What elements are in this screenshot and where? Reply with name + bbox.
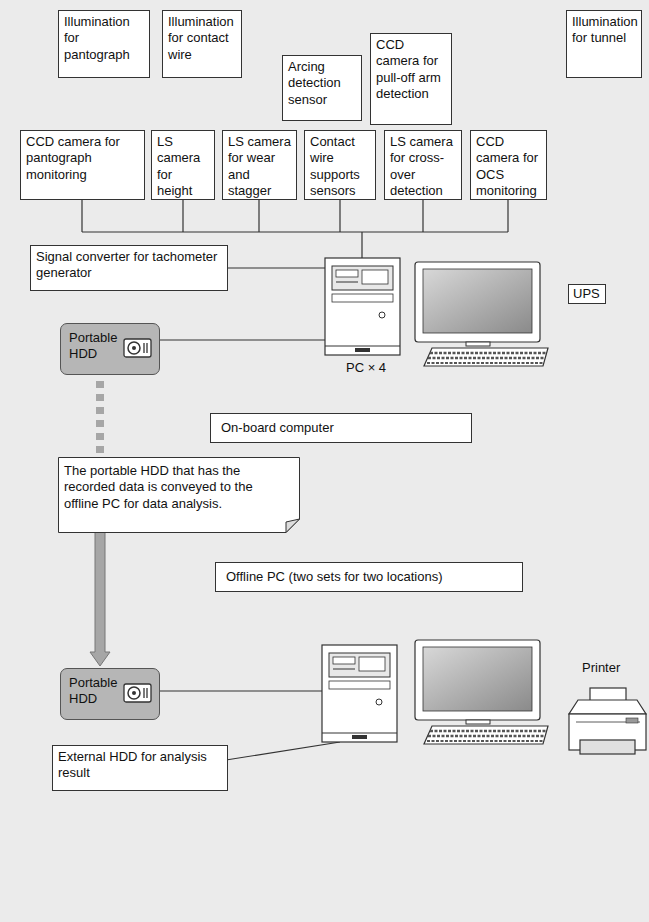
box-text: Illumination for tunnel [572, 14, 636, 47]
hdd-icon [123, 681, 153, 705]
box-text: On-board computer [221, 420, 461, 436]
computer-box: Offline PC (two sets for two locations) [215, 562, 523, 592]
box-text: Illumination for contact wire [168, 14, 236, 63]
camera-box: CCD camera for pantograph monitoring [20, 130, 145, 200]
device-label: PC × 4 [346, 360, 386, 376]
box-text: LS camera for wear and stagger [228, 134, 291, 199]
camera-box: LS camera for wear and stagger [222, 130, 297, 200]
sensor-box: Arcing detection sensor [282, 55, 362, 121]
hdd-box: Portable HDD [60, 323, 160, 375]
camera-box: CCD camera for pull-off arm detection [370, 33, 452, 125]
box-text: Arcing detection sensor [288, 59, 356, 108]
box-text: CCD camera for pantograph monitoring [26, 134, 139, 183]
box-text: Illumination for pantograph [64, 14, 144, 63]
box-text: Contact wire supports sensors [310, 134, 370, 199]
illumination-box: Illumination for pantograph [58, 10, 150, 78]
ups-box: UPS [568, 284, 606, 304]
camera-box: LS camera for height [151, 130, 215, 200]
camera-box: CCD camera for OCS monitoring [470, 130, 547, 200]
device-label: Printer [582, 660, 620, 676]
computer-box: On-board computer [210, 413, 472, 443]
box-text: External HDD for analysis result [58, 749, 222, 782]
box-text: Signal converter for tachometer generato… [36, 249, 222, 282]
box-text: The portable HDD that has the recorded d… [64, 463, 272, 512]
box-text: CCD camera for pull-off arm detection [376, 37, 446, 102]
box-text: Portable HDD [69, 330, 127, 363]
note-box: The portable HDD that has the recorded d… [58, 457, 300, 533]
box-text: LS camera for height [157, 134, 209, 199]
sensor-box: Contact wire supports sensors [304, 130, 376, 200]
hdd-box: Portable HDD [60, 668, 160, 720]
camera-box: LS camera for cross-over detection [384, 130, 462, 200]
box-text: Portable HDD [69, 675, 127, 708]
box-text: UPS [573, 286, 601, 302]
illumination-box: Illumination for tunnel [566, 10, 642, 78]
box-text: CCD camera for OCS monitoring [476, 134, 541, 199]
converter-box: Signal converter for tachometer generato… [30, 245, 228, 291]
box-text: LS camera for cross-over detection [390, 134, 456, 199]
hdd-icon [123, 336, 153, 360]
hdd-box: External HDD for analysis result [52, 745, 228, 791]
box-text: Offline PC (two sets for two locations) [226, 569, 512, 585]
illumination-box: Illumination for contact wire [162, 10, 242, 78]
